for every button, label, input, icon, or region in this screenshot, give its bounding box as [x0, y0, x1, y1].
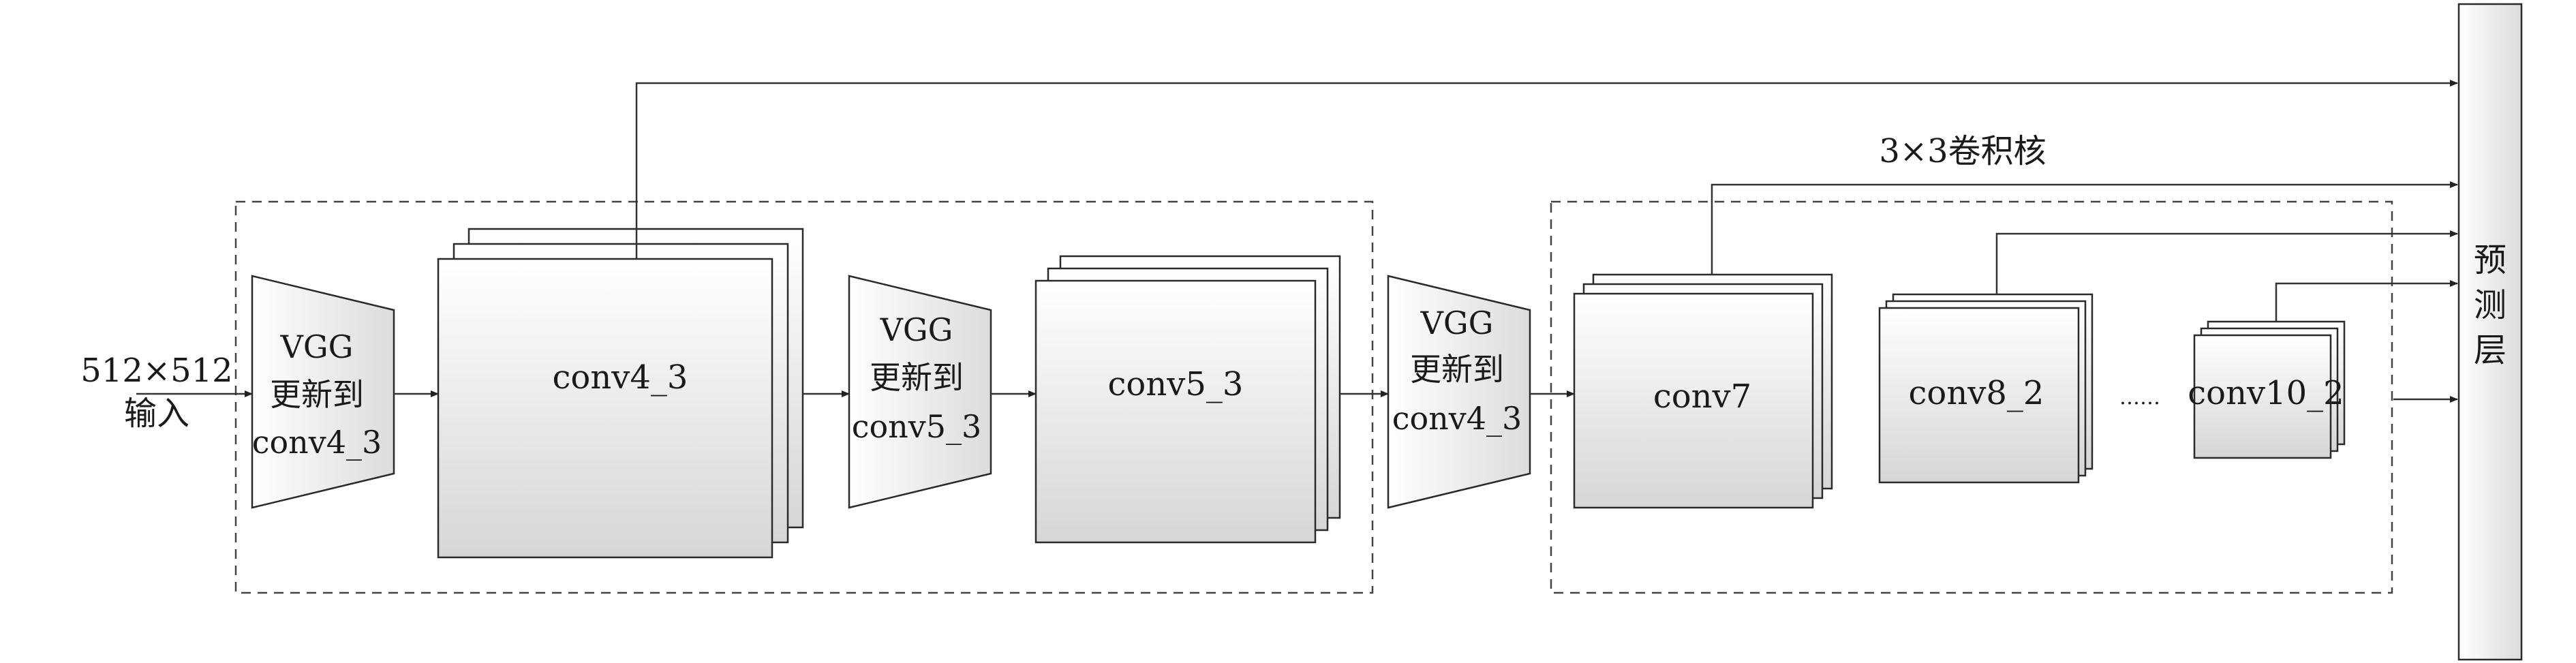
prediction-char-1: 预: [2474, 241, 2506, 279]
ellipsis-text: ……: [2119, 386, 2160, 410]
conv7-block-front: [1573, 292, 1814, 509]
input-label: 输入: [124, 395, 189, 433]
prediction-char-3: 层: [2474, 331, 2506, 369]
conv8-block-front: [1878, 307, 2080, 484]
trapezoid-1-line2: 更新到: [270, 376, 364, 413]
conv4-block-label: conv4_3: [553, 358, 688, 397]
trapezoid-3-line2: 更新到: [1410, 351, 1504, 388]
conv7-block-label: conv7: [1653, 377, 1751, 416]
vgg-trapezoid-1: [251, 275, 395, 509]
conv8-block-label: conv8_2: [1909, 374, 2044, 412]
extra-layers-group-region: [1550, 200, 2393, 594]
vgg-trapezoid-3: [1387, 275, 1531, 509]
vgg-group-region: [234, 200, 1374, 594]
vgg-trapezoid-2: [848, 275, 992, 509]
input-size-label: 512×512: [80, 352, 232, 390]
conv10-block-label: conv10_2: [2188, 374, 2344, 412]
conv5-block-label: conv5_3: [1108, 365, 1244, 403]
conv10-block-front: [2193, 334, 2332, 459]
conv5-block-front: [1034, 279, 1317, 544]
trapezoid-1-line3: conv4_3: [252, 424, 382, 461]
trapezoid-2-line3: conv5_3: [852, 408, 982, 445]
kernel-size-label: 3×3卷积核: [1879, 132, 2046, 170]
conv8-to-prediction-connector: [1995, 230, 2458, 294]
conv4-block-front: [437, 258, 773, 559]
prediction-char-2: 测: [2474, 286, 2506, 324]
trapezoid-2-line2: 更新到: [870, 359, 964, 396]
prediction-layer-box: [2457, 3, 2523, 661]
conv4-to-prediction-connector: [635, 80, 2458, 259]
trapezoid-3-line3: conv4_3: [1392, 400, 1522, 437]
trapezoid-1-line1: VGG: [280, 328, 354, 365]
trapezoid-2-line1: VGG: [880, 311, 953, 348]
trapezoid-3-line1: VGG: [1420, 305, 1494, 341]
conv7-to-prediction-connector: [1711, 181, 2458, 275]
conv10-to-prediction-connector: [2275, 280, 2458, 322]
